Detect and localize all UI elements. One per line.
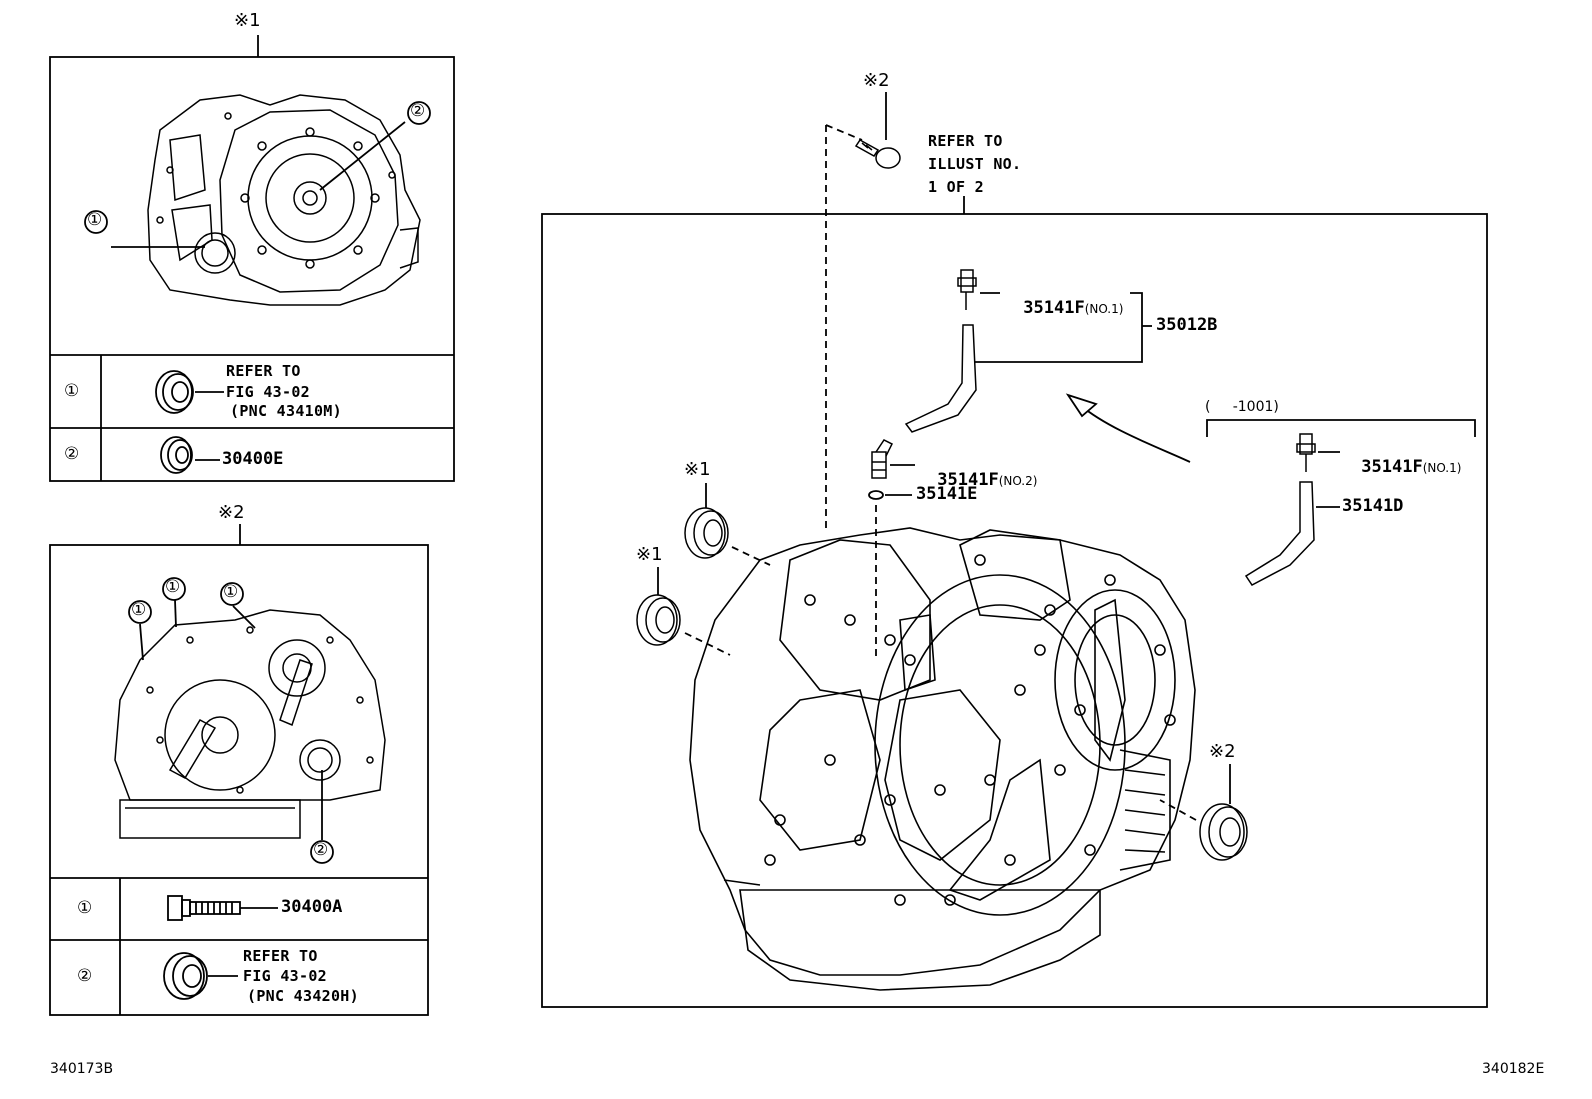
main-seal-3 (1199, 803, 1248, 861)
inset1-seal-icon-1 (155, 370, 194, 414)
inset2-callout-1b-marker (162, 577, 186, 601)
inset2-row1-key: ① (77, 898, 93, 918)
part-35141F-no2[interactable]: 35141F(NO.2) (918, 456, 1037, 489)
main-seal-mark-1: ※1 (684, 459, 711, 480)
inset2-callout-1b: ① (165, 577, 181, 597)
inset2-callout-1a-marker (128, 600, 152, 624)
inset1-callout-1: ① (87, 210, 103, 230)
part-suffix: (NO.2) (998, 474, 1038, 488)
main-bolt-icon (854, 139, 901, 169)
inset2-mark: ※2 (218, 502, 245, 523)
part-number: 35141F (1023, 298, 1085, 318)
inset1-callout-2-marker (407, 101, 431, 125)
inset2-seal-icon (163, 952, 208, 1000)
main-seal-1 (684, 507, 729, 559)
main-transaxle-drawing (689, 527, 1196, 991)
inset2-callout-1a: ① (131, 600, 147, 620)
figure-code-right: 340182E (1482, 1061, 1545, 1077)
inset2-callout-2: ② (313, 840, 329, 860)
inset2-row2-key: ② (77, 966, 93, 986)
inset2-row2-line3: (PNC 43420H) (247, 987, 359, 1005)
inset1-mark: ※1 (234, 10, 261, 31)
inset1-callout-2: ② (410, 101, 426, 121)
inset1-frame (49, 56, 455, 482)
figure-code-left: 340173B (50, 1061, 114, 1077)
main-seal-mark-3: ※2 (1209, 741, 1236, 762)
inset1-row1-line1: REFER TO (226, 362, 301, 380)
part-35141D[interactable]: 35141D (1342, 496, 1404, 516)
inset1-transaxle-drawing (147, 94, 421, 306)
inset2-callout-2-marker (310, 840, 334, 864)
inset2-callout-1c: ① (223, 582, 239, 602)
inset1-row2-key: ② (64, 444, 80, 464)
o-ring-icon (868, 490, 884, 500)
main-refer-line2: ILLUST NO. (928, 155, 1022, 173)
part-suffix: (NO.1) (1084, 302, 1124, 316)
inset1-row1-line3: (PNC 43410M) (230, 402, 342, 420)
part-35141F-no1-alt[interactable]: 35141F(NO.1) (1342, 443, 1461, 476)
main-refer-line3: 1 OF 2 (928, 178, 984, 196)
inset2-bolt-icon (167, 895, 241, 921)
breather-hose (904, 269, 977, 433)
inset1-row2-part[interactable]: 30400E (222, 449, 284, 469)
part-number: 35141F (1361, 457, 1423, 477)
inset2-row2-line2: FIG 43-02 (243, 967, 327, 985)
inset2-transaxle-drawing (114, 609, 386, 839)
part-number: 35141F (937, 470, 999, 490)
inset1-callout-1-marker (84, 210, 108, 234)
plug-no2-icon (871, 439, 894, 479)
main-frame (541, 213, 1488, 1008)
part-35141E[interactable]: 35141E (916, 484, 978, 504)
main-refer-line1: REFER TO (928, 132, 1003, 150)
main-bolt-mark: ※2 (863, 70, 890, 91)
inset2-row2-line1: REFER TO (243, 947, 318, 965)
main-seal-2 (636, 594, 681, 646)
inset2-row1-part[interactable]: 30400A (281, 897, 343, 917)
inset2-callout-1c-marker (220, 582, 244, 606)
part-35012B[interactable]: 35012B (1156, 315, 1218, 335)
part-suffix: (NO.1) (1422, 461, 1462, 475)
inset1-row1-key: ① (64, 381, 80, 401)
part-35141F-no1[interactable]: 35141F(NO.1) (1004, 284, 1123, 317)
inset1-seal-icon-2 (160, 436, 193, 474)
main-seal-mark-2: ※1 (636, 544, 663, 565)
inset2-frame (49, 544, 429, 1016)
inset1-row1-line2: FIG 43-02 (226, 383, 310, 401)
serial-range: ( -1001) (1205, 399, 1279, 415)
breather-hose-alt (1244, 433, 1316, 586)
